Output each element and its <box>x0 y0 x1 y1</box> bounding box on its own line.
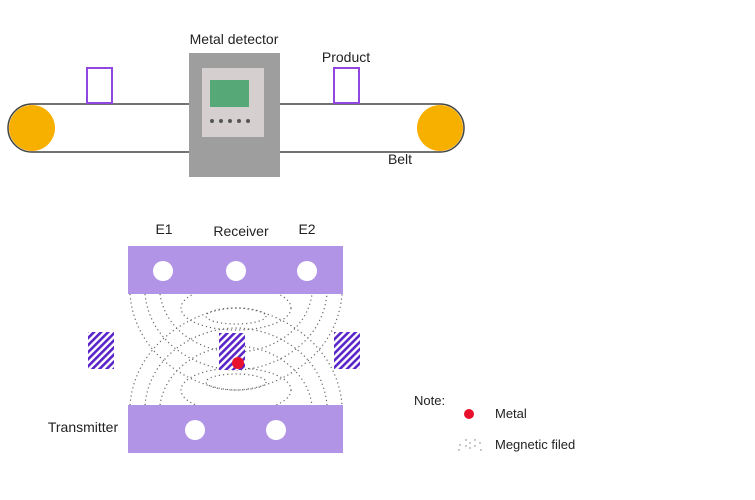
left-pulley <box>9 105 55 151</box>
e1-label: E1 <box>155 221 172 237</box>
product-exiting <box>334 332 360 369</box>
magnetic-field <box>129 285 343 413</box>
e2-label: E2 <box>298 221 315 237</box>
belt-label: Belt <box>388 151 412 167</box>
legend-field-label: Megnetic filed <box>495 437 575 452</box>
legend-metal-label: Metal <box>495 406 527 421</box>
metal-detector-unit <box>189 53 280 177</box>
detector-screen <box>210 80 249 107</box>
legend: Note: Metal Megnetic filed <box>414 393 575 452</box>
conveyor-belt <box>7 103 465 153</box>
metal-contaminant <box>232 357 244 369</box>
e2-coil <box>297 261 317 281</box>
product-label: Product <box>322 49 370 65</box>
product-right <box>333 67 360 104</box>
legend-field-symbol <box>458 439 482 451</box>
right-pulley <box>417 105 463 151</box>
transmitter-bar <box>128 405 343 453</box>
product-left <box>86 67 113 104</box>
legend-metal-symbol <box>464 409 474 419</box>
transmitter-coil-right <box>266 420 286 440</box>
belt-left-curve <box>7 103 33 153</box>
receiver-coil-center <box>226 261 246 281</box>
transmitter-coil <box>128 405 343 453</box>
receiver-label: Receiver <box>213 223 269 239</box>
legend-title: Note: <box>414 393 445 408</box>
belt-right-curve <box>439 103 465 153</box>
receiver-coil <box>128 246 343 294</box>
transmitter-label: Transmitter <box>48 419 119 435</box>
product-entering <box>88 332 114 369</box>
transmitter-coil-left <box>185 420 205 440</box>
metal-detector-label: Metal detector <box>190 31 279 47</box>
e1-coil <box>153 261 173 281</box>
detector-indicator-dots <box>210 119 250 123</box>
